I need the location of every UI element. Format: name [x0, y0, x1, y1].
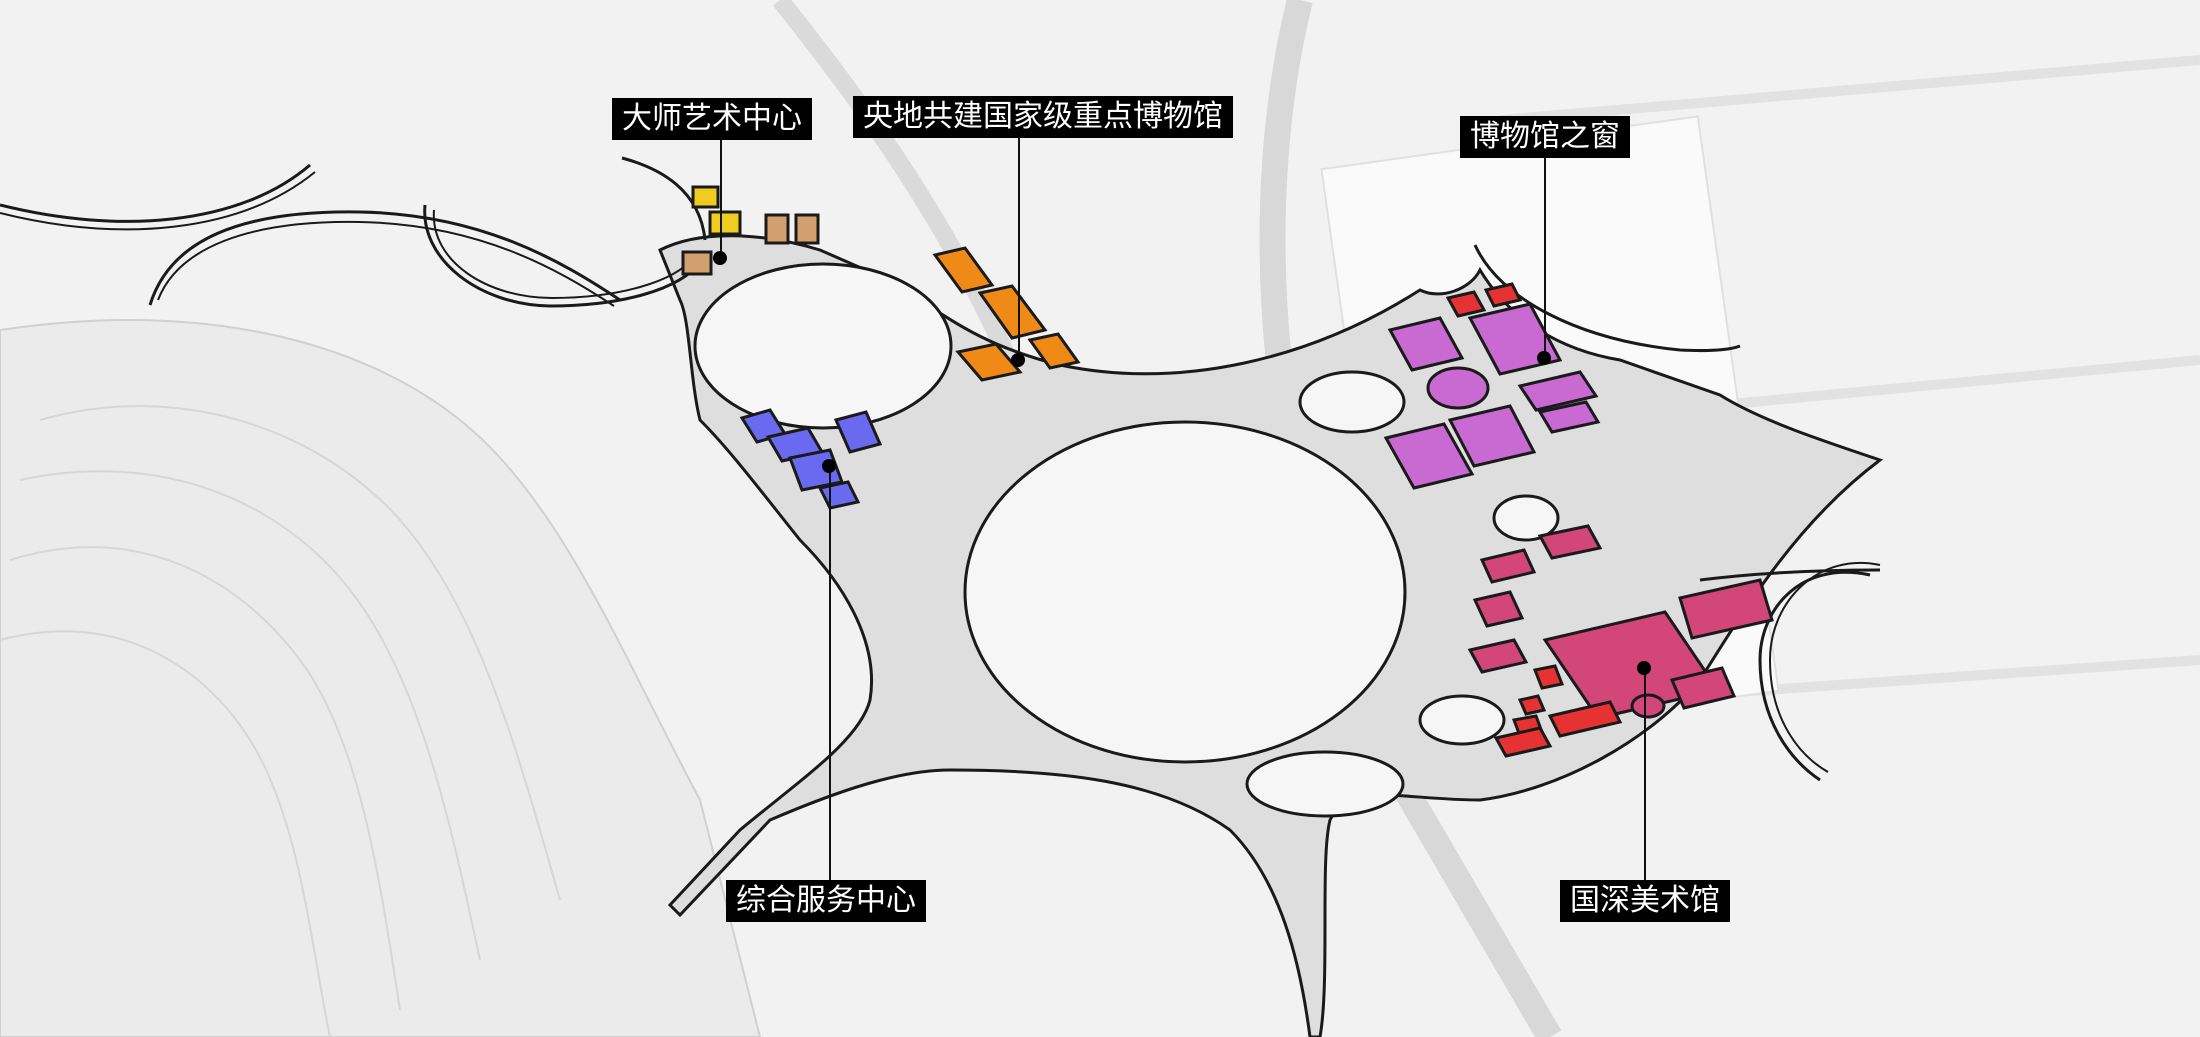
- label-service-center: 综合服务中心: [726, 880, 926, 922]
- label-museum-window: 博物馆之窗: [1460, 116, 1630, 158]
- art-museum-buildings: [1467, 524, 1774, 758]
- label-master-art-center: 大师艺术中心: [612, 98, 812, 140]
- leader-line-national-museum: [1018, 138, 1020, 360]
- master-art-center-buildings: [681, 185, 820, 276]
- marker-dot-master-art-center: [713, 251, 727, 265]
- marker-dot-museum-window: [1537, 351, 1551, 365]
- label-art-museum: 国深美术馆: [1560, 880, 1730, 922]
- leader-line-museum-window: [1544, 155, 1546, 360]
- plaza-deck: [658, 234, 1884, 1037]
- national-museum-buildings: [932, 246, 1081, 382]
- leader-line-master-art-center: [720, 130, 722, 260]
- arc-walkways: [0, 156, 1881, 782]
- marker-dot-national-museum: [1011, 353, 1025, 367]
- label-national-museum: 央地共建国家级重点博物馆: [853, 96, 1233, 138]
- leader-line-service-center: [829, 466, 831, 884]
- leader-line-art-museum: [1644, 668, 1646, 882]
- marker-dot-service-center: [822, 459, 836, 473]
- marker-dot-art-museum: [1637, 661, 1651, 675]
- museum-window-buildings: [1383, 282, 1601, 490]
